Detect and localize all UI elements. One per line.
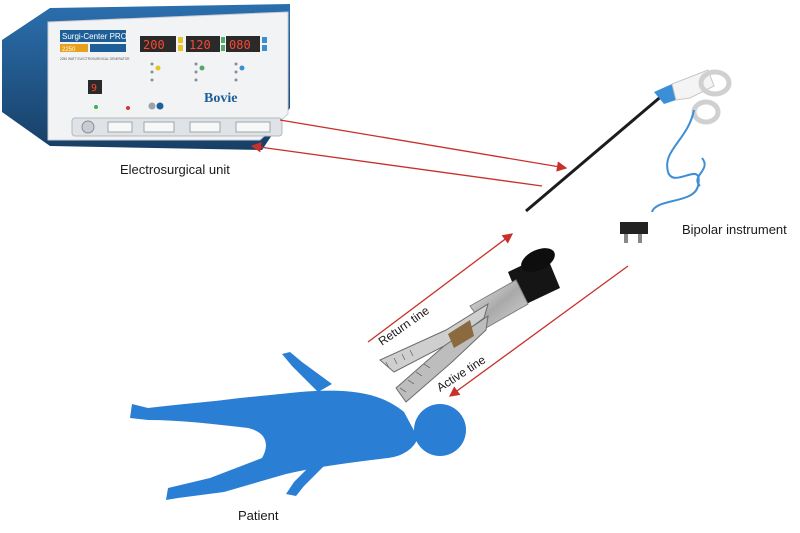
subtitle-text: 2250 WATT ELECTROSURGICAL GENERATOR (60, 57, 130, 61)
brand-text: Surgi-Center PRO (62, 32, 127, 41)
forceps-tip-image (379, 248, 560, 403)
bipolar-plug (620, 222, 648, 234)
bovie-logo: Bovie (204, 91, 237, 106)
display-1-down-button (178, 45, 183, 51)
return-connector (107, 121, 133, 133)
arrow-return-path (367, 233, 514, 343)
mode-indicators (150, 62, 238, 82)
patient-body (130, 390, 418, 500)
svg-text:120: 120 (189, 38, 211, 52)
electrosurgical-unit-label: Electrosurgical unit (120, 162, 230, 177)
monopolar-connector-2 (189, 121, 221, 133)
bipolar-connector (235, 121, 271, 133)
jaw-serrations (385, 349, 431, 393)
display-2-down-button (221, 45, 225, 51)
plug-pin-1 (624, 234, 628, 243)
display-3-up-button (262, 37, 267, 43)
settings-knob (148, 102, 156, 110)
svg-text:9: 9 (91, 83, 97, 94)
bipolar-indicator (239, 65, 245, 71)
arrow-device-to-instrument (279, 119, 568, 172)
display-2-up-button (221, 37, 225, 43)
power-display-2: 120 (186, 36, 220, 52)
instrument-cable (651, 109, 700, 213)
bipolar-instrument-image (525, 69, 732, 243)
patient-arm-lower (286, 460, 324, 496)
display-3-down-button (262, 45, 267, 51)
finger-ring-2 (691, 99, 721, 125)
arrow-instrument-to-device (250, 142, 543, 187)
info-knob (156, 102, 164, 110)
patient-head (414, 404, 466, 456)
arrow-active-path (448, 265, 629, 397)
finger-ring-1 (698, 69, 732, 97)
power-display-1: 200 (140, 36, 176, 52)
plug-pin-2 (638, 234, 642, 243)
brand-badge (60, 30, 126, 42)
patient-arm-upper (282, 352, 332, 392)
mode-display: 9 (88, 80, 102, 94)
model-stripe (90, 44, 126, 52)
svg-text:200: 200 (143, 38, 165, 52)
power-display-3: 080 (226, 36, 260, 52)
display-1-up-button (178, 37, 183, 43)
forceps-sleeve-end (521, 248, 555, 272)
coag-indicator (199, 65, 205, 71)
power-switch (81, 120, 95, 134)
instrument-shaft (525, 92, 665, 213)
bipolar-instrument-label: Bipolar instrument (682, 222, 787, 237)
svg-text:080: 080 (229, 38, 251, 52)
forceps-hinge (448, 320, 474, 348)
instrument-cone (654, 84, 676, 104)
power-light (94, 105, 98, 109)
patient-silhouette (130, 352, 466, 500)
model-text: 2250 (62, 47, 76, 53)
electrosurgical-unit-image: Surgi-Center PRO 2250 2250 WATT ELECTROS… (2, 4, 290, 150)
patient-label: Patient (238, 508, 279, 523)
status-light (126, 106, 130, 110)
instrument-cable-coil (696, 157, 706, 187)
model-badge (60, 44, 88, 52)
return-tine-jaw (379, 302, 489, 373)
monopolar-connector-1 (143, 121, 175, 133)
cut-indicator (155, 65, 161, 71)
